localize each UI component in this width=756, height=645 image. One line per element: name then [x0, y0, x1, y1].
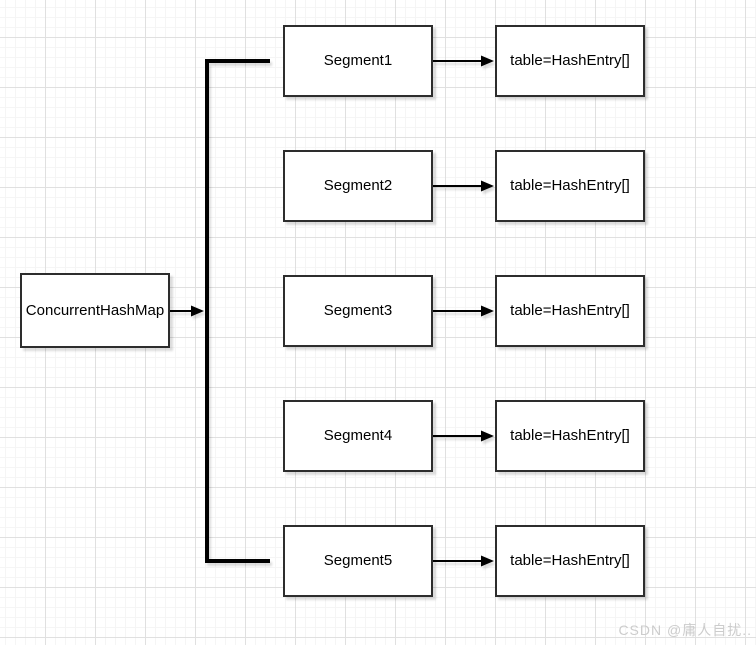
node-segment-5-label: Segment5 [323, 552, 393, 569]
node-table-1-label: table=HashEntry[] [510, 52, 630, 69]
node-concurrenthashmap-label: ConcurrentHashMap [25, 301, 165, 319]
segment1-arrow [433, 55, 494, 67]
arrowhead-icon [191, 305, 204, 317]
arrowhead-icon [481, 180, 494, 192]
segment4-arrow [433, 430, 494, 442]
node-segment-3-label: Segment3 [323, 302, 393, 319]
arrowhead-icon [481, 55, 494, 67]
node-segment-2: Segment2 [283, 150, 433, 222]
watermark: CSDN @庸人自扰.. [618, 622, 752, 638]
node-segment-5: Segment5 [283, 525, 433, 597]
node-table-2-label: table=HashEntry[] [510, 177, 630, 194]
arrowhead-icon [481, 305, 494, 317]
root-arrow [170, 305, 204, 317]
trunk-connector [205, 59, 270, 563]
node-table-5-label: table=HashEntry[] [510, 552, 630, 569]
arrowhead-icon [481, 555, 494, 567]
node-table-4-label: table=HashEntry[] [510, 427, 630, 444]
segment2-arrow [433, 180, 494, 192]
node-table-5: table=HashEntry[] [495, 525, 645, 597]
node-segment-4-label: Segment4 [323, 427, 393, 444]
segment3-arrow [433, 305, 494, 317]
arrowhead-icon [481, 430, 494, 442]
node-concurrenthashmap: ConcurrentHashMap [20, 273, 170, 348]
node-table-1: table=HashEntry[] [495, 25, 645, 97]
node-segment-2-label: Segment2 [323, 177, 393, 194]
node-table-2: table=HashEntry[] [495, 150, 645, 222]
node-segment-1-label: Segment1 [323, 52, 393, 69]
node-segment-4: Segment4 [283, 400, 433, 472]
node-table-3: table=HashEntry[] [495, 275, 645, 347]
node-table-3-label: table=HashEntry[] [510, 302, 630, 319]
node-segment-3: Segment3 [283, 275, 433, 347]
node-table-4: table=HashEntry[] [495, 400, 645, 472]
node-segment-1: Segment1 [283, 25, 433, 97]
segment5-arrow [433, 555, 494, 567]
